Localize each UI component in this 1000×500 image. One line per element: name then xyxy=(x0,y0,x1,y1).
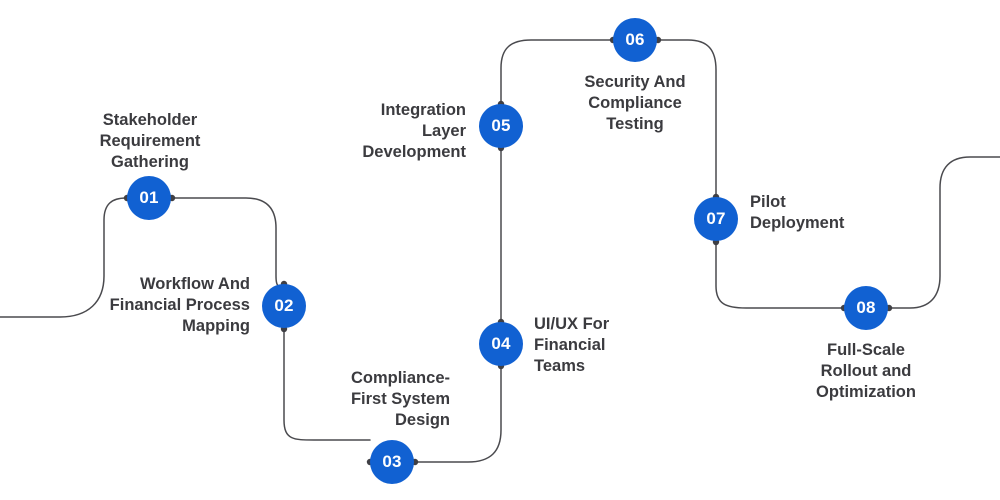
connector-06-to-07 xyxy=(656,39,717,198)
step-node-02[interactable]: 02 xyxy=(262,284,306,328)
connector-03-to-04 xyxy=(413,365,502,463)
step-label-07: Pilot Deployment xyxy=(750,193,845,232)
connector-08-to-exit xyxy=(887,156,1000,309)
connector-05-to-06 xyxy=(500,39,614,105)
step-node-06[interactable]: 06 xyxy=(613,18,657,62)
step-label-02: Workflow And Financial Process Mapping xyxy=(109,275,250,335)
step-label-08: Full-Scale Rollout and Optimization xyxy=(816,341,916,401)
step-label-06: Security And Compliance Testing xyxy=(584,73,686,133)
connector-entry-to-01 xyxy=(0,197,128,318)
step-label-03: Compliance- First System Design xyxy=(350,369,450,429)
connector-07-to-08 xyxy=(715,240,845,309)
connector-dots xyxy=(123,36,893,466)
step-label-05: Integration Layer Development xyxy=(362,101,466,161)
connector-02-to-03 xyxy=(283,327,371,441)
step-node-04[interactable]: 04 xyxy=(479,322,523,366)
step-node-03[interactable]: 03 xyxy=(370,440,414,484)
connector-01-to-02 xyxy=(170,197,285,287)
step-node-01[interactable]: 01 xyxy=(127,176,171,220)
step-label-01: Stakeholder Requirement Gathering xyxy=(99,111,201,171)
step-node-08[interactable]: 08 xyxy=(844,286,888,330)
step-node-05[interactable]: 05 xyxy=(479,104,523,148)
step-node-07[interactable]: 07 xyxy=(694,197,738,241)
step-label-04: UI/UX For Financial Teams xyxy=(534,315,610,375)
connector-paths xyxy=(0,39,1000,463)
